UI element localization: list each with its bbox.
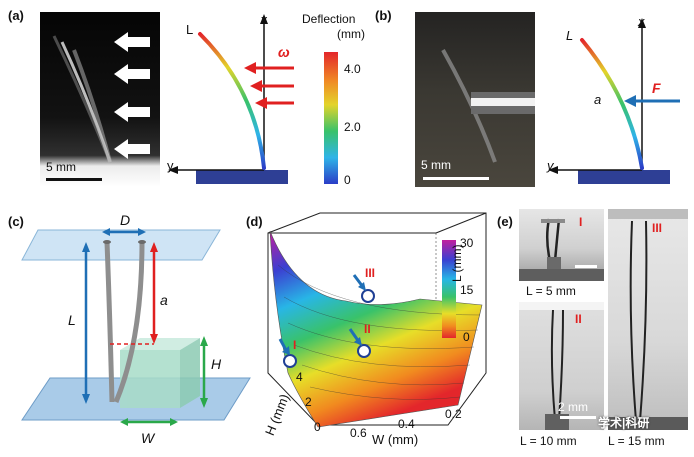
dim-label-a: a (160, 292, 168, 308)
deflected-beam-a (198, 32, 266, 170)
pillar-schematic-c (21, 228, 251, 426)
deflected-beam-b (580, 38, 644, 170)
pillar-left (104, 241, 115, 403)
y-tick-d-2: 0 (314, 420, 321, 434)
colorbar-title-a-1: Deflection (302, 12, 356, 26)
y-tick-d-0: 4 (296, 370, 303, 384)
photo-a-fiber (46, 32, 150, 181)
substrate-a (196, 170, 288, 184)
x-tick-d-1: 0.4 (398, 417, 415, 431)
panel-label-b: (b) (375, 8, 392, 23)
surface (269, 230, 483, 428)
force-label-b: F (652, 80, 661, 96)
colorbar-a (324, 52, 338, 184)
cantilever-diagram-a (168, 14, 294, 184)
tip-label-a: L (186, 22, 194, 37)
panel-label-e: (e) (497, 214, 513, 229)
photo-b-fiber (423, 49, 535, 180)
dim-label-H: H (211, 356, 222, 372)
omega-label-a: ω (278, 44, 290, 60)
colorbar-tick-a-bottom: 0 (344, 173, 351, 187)
marker-I (278, 338, 297, 368)
wind-arrows-a (244, 62, 294, 109)
x-axis-label-d: W (mm) (372, 432, 419, 447)
surface-plot-d (267, 212, 487, 428)
cantilever-diagram-b (548, 18, 680, 184)
x-tick-d-0: 0.6 (350, 426, 367, 440)
marker-label-II: II (364, 322, 371, 336)
colorbar-tick-d-mid: 15 (460, 283, 474, 297)
scalebar-e (560, 416, 596, 419)
colorbar-tick-d-bottom: 0 (463, 330, 470, 344)
roman-label-e-III: III (652, 221, 663, 235)
dim-label-W: W (141, 430, 155, 446)
point-force-arrow-b (624, 95, 680, 107)
photo-b: 5 mm (415, 12, 535, 187)
colorbar-title-a-2: (mm) (337, 27, 365, 41)
marker-II (348, 328, 371, 358)
dim-label-L: L (68, 312, 76, 328)
colorbar-tick-a-mid: 2.0 (344, 120, 361, 134)
photo-e-II: II (519, 302, 604, 430)
top-plate (21, 229, 221, 261)
substrate-b (578, 170, 670, 184)
axis-x-label-a: x (261, 12, 268, 27)
colorbar-d (442, 240, 456, 338)
caption-e-III: L = 15 mm (608, 434, 665, 448)
roman-label-e-I: I (579, 215, 583, 229)
axis-y-label-a: y (167, 158, 174, 173)
caption-e-I: L = 5 mm (526, 284, 576, 298)
roman-label-e-II: II (575, 312, 582, 326)
scalebar-label-b: 5 mm (421, 158, 451, 172)
marker-III (352, 274, 375, 303)
colorbar-tick-a-top: 4.0 (344, 62, 361, 76)
axis-y-label-b: y (547, 158, 554, 173)
caption-e-II: L = 10 mm (520, 434, 577, 448)
pillar-right (113, 241, 145, 403)
panel-label-c: (c) (8, 214, 24, 229)
watermark: 学术|科研 (598, 416, 650, 430)
scalebar-label-e: 2 mm (558, 400, 588, 414)
photo-e-I: I (519, 209, 604, 281)
axis-x-label-b: x (638, 14, 645, 29)
x-tick-d-2: 0.2 (445, 407, 462, 421)
block (120, 338, 200, 408)
photo-e-III: III (608, 209, 688, 430)
marker-label-I: I (293, 338, 297, 352)
panel-label-a: (a) (8, 8, 24, 23)
colorbar-tick-d-top: 30 (460, 236, 474, 250)
plot-box-frame (267, 212, 487, 426)
y-tick-d-1: 2 (305, 395, 312, 409)
photo-a: 5 mm (40, 12, 160, 187)
dim-label-D: D (120, 212, 131, 228)
airflow-arrows (114, 32, 150, 159)
colorbar-title-d: L (mm) (450, 244, 464, 282)
marker-label-III: III (365, 266, 376, 280)
scalebar-label-a: 5 mm (46, 160, 76, 174)
panel-label-d: (d) (246, 214, 263, 229)
surface-contours (277, 264, 481, 400)
tip-label-b: L (566, 28, 574, 43)
point-label-b: a (594, 92, 602, 107)
